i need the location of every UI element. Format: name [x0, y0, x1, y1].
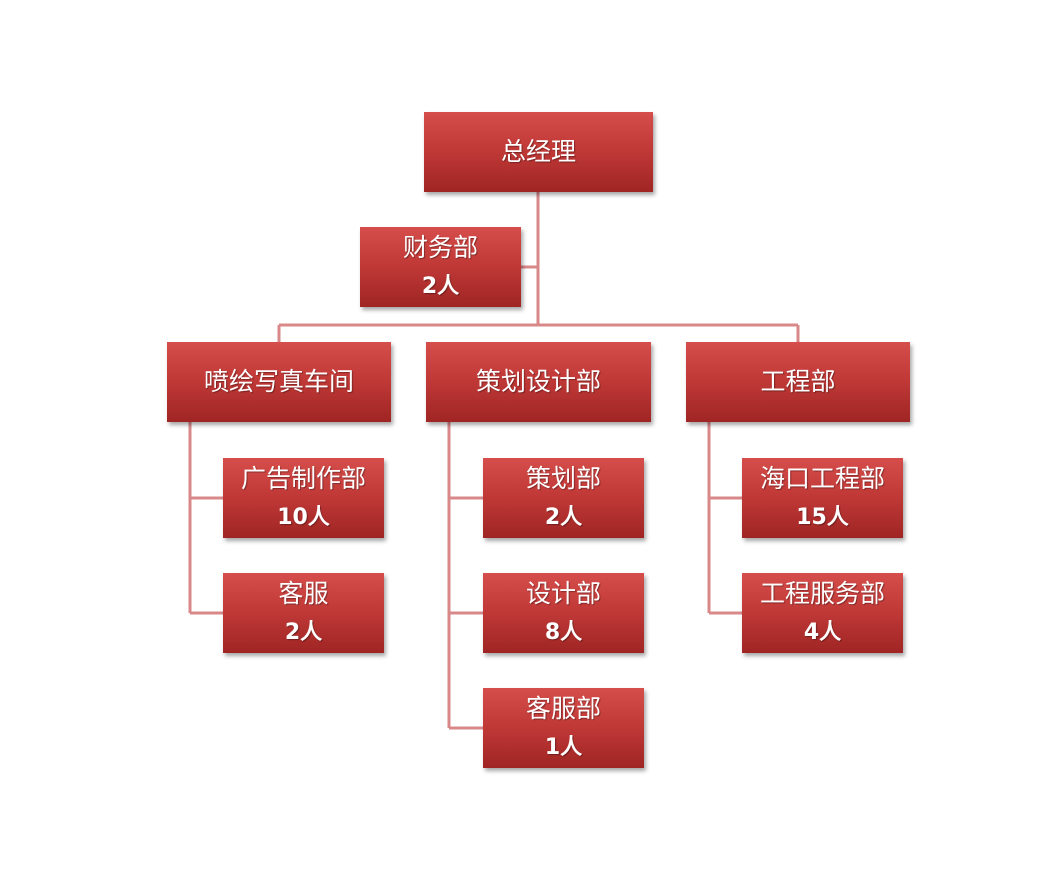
node-name: 总经理	[500, 137, 576, 166]
node-name: 广告制作部	[240, 464, 366, 493]
node-headcount: 2人	[421, 274, 460, 299]
node-name: 喷绘写真车间	[203, 367, 354, 396]
node-name: 海口工程部	[759, 464, 885, 493]
node-headcount: 1人	[544, 735, 583, 760]
node-ad-production: 广告制作部 10人	[223, 458, 384, 538]
node-planning-service: 客服部 1人	[483, 688, 644, 768]
node-print-workshop: 喷绘写真车间	[167, 342, 391, 422]
node-headcount: 8人	[544, 620, 583, 645]
node-name: 客服部	[525, 694, 601, 723]
node-headcount: 2人	[284, 620, 323, 645]
node-planning: 策划部 2人	[483, 458, 644, 538]
node-name: 策划设计部	[475, 367, 601, 396]
node-name: 策划部	[525, 464, 601, 493]
node-general-manager: 总经理	[424, 112, 653, 192]
node-name: 工程部	[760, 367, 836, 396]
node-print-service: 客服 2人	[223, 573, 384, 653]
node-headcount: 15人	[796, 505, 849, 530]
node-planning-design: 策划设计部	[426, 342, 651, 422]
node-name: 财务部	[402, 233, 478, 262]
node-name: 设计部	[525, 579, 601, 608]
node-finance: 财务部 2人	[360, 227, 521, 307]
node-headcount: 2人	[544, 505, 583, 530]
node-headcount: 4人	[803, 620, 842, 645]
node-name: 工程服务部	[759, 579, 885, 608]
node-headcount: 10人	[277, 505, 330, 530]
node-engineering-service: 工程服务部 4人	[742, 573, 903, 653]
node-engineering: 工程部	[686, 342, 910, 422]
node-name: 客服	[278, 579, 329, 608]
node-haikou-engineering: 海口工程部 15人	[742, 458, 903, 538]
node-design: 设计部 8人	[483, 573, 644, 653]
